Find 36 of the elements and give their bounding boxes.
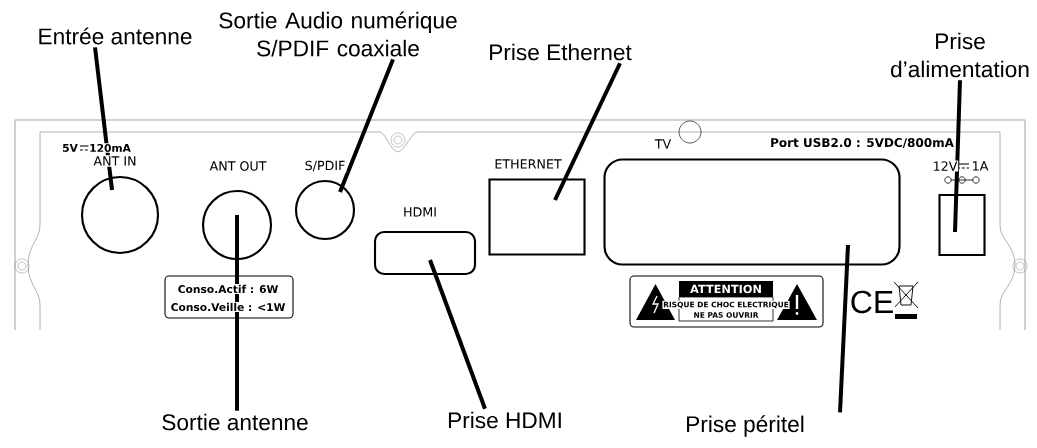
- port-socket: [603, 158, 901, 266]
- callout-text: Sortie antenne: [162, 413, 308, 431]
- jack-socket: [80, 175, 160, 255]
- warning-heading: ATTENTION: [690, 284, 761, 294]
- port-label: ANT IN: [92, 155, 138, 167]
- port-socket: [938, 193, 986, 257]
- callout-text: Prise d’alimentation: [891, 32, 1029, 78]
- rating-label: 120mA: [88, 143, 132, 153]
- port-label: HDMI: [401, 206, 439, 218]
- rating-label: 1A: [970, 160, 990, 172]
- rating-label: 12V: [931, 160, 959, 172]
- leader-line: [838, 244, 850, 413]
- leader-line: [953, 80, 962, 233]
- port-label: TV: [653, 138, 673, 150]
- port-label: ETHERNET: [493, 158, 563, 170]
- jack-socket: [294, 179, 356, 241]
- port-socket: [373, 230, 477, 276]
- rating-label: Port USB2.0 : 5VDC/800mA: [769, 137, 955, 149]
- callout-text: Prise HDMI: [448, 411, 561, 429]
- power-rating-text: Conso.Veille : <1W: [169, 302, 287, 312]
- leader-line: [235, 215, 239, 411]
- power-rating-text: Conso.Actif : 6W: [176, 284, 280, 294]
- callout-text: Prise péritel: [687, 415, 804, 437]
- callout-text: Prise Ethernet: [490, 43, 632, 61]
- leader-line: [553, 62, 622, 201]
- leader-line: [428, 259, 487, 410]
- leader-line: [338, 58, 395, 193]
- leader-line: [93, 47, 114, 191]
- port-label: S/PDIF: [303, 159, 347, 173]
- callout-text: Entrée antenne: [39, 27, 192, 45]
- rating-label: 5V: [61, 143, 79, 153]
- jack-socket: [201, 189, 273, 261]
- ce-mark: CE: [849, 289, 896, 315]
- port-socket: [488, 178, 586, 256]
- port-label: ANT OUT: [208, 160, 268, 172]
- callout-text: Sortie Audio numérique S/PDIF coaxiale: [219, 11, 457, 57]
